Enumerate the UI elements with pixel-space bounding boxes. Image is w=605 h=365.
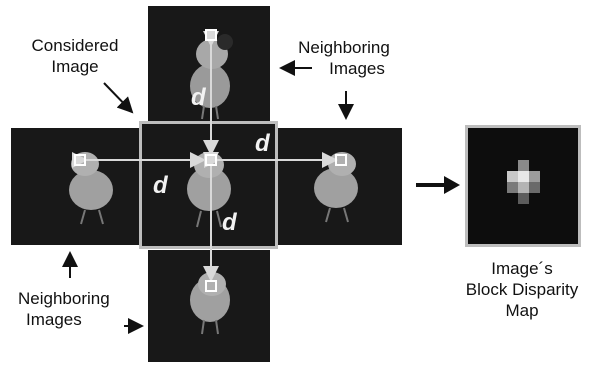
map-pixel [507, 171, 518, 182]
arrow-icon [62, 60, 354, 334]
map-pixel [518, 160, 529, 171]
block-disparity-map-label: Image´s Block Disparity Map [465, 259, 579, 320]
map-pixel [518, 171, 529, 182]
distance-label-bottom: d [222, 209, 237, 236]
block-disparity-map [465, 125, 581, 247]
distance-label-right: d [255, 130, 270, 157]
neighboring-images-label-top: Neighboring Images [298, 38, 390, 78]
map-pixel [507, 182, 518, 193]
map-pixel [529, 182, 540, 193]
neighbor-image-right [276, 128, 402, 245]
distance-label-top: d [191, 84, 206, 111]
map-pixel [518, 182, 529, 193]
considered-image-label: Considered Image [31, 36, 119, 76]
result-arrow-icon [416, 176, 460, 194]
map-pixel [529, 171, 540, 182]
map-pixel [518, 193, 529, 204]
neighboring-images-label-bottom: Neighboring Images [18, 289, 110, 329]
distance-label-left: d [153, 172, 168, 199]
chick-icon [314, 152, 358, 223]
block-marker-icon [74, 29, 347, 292]
